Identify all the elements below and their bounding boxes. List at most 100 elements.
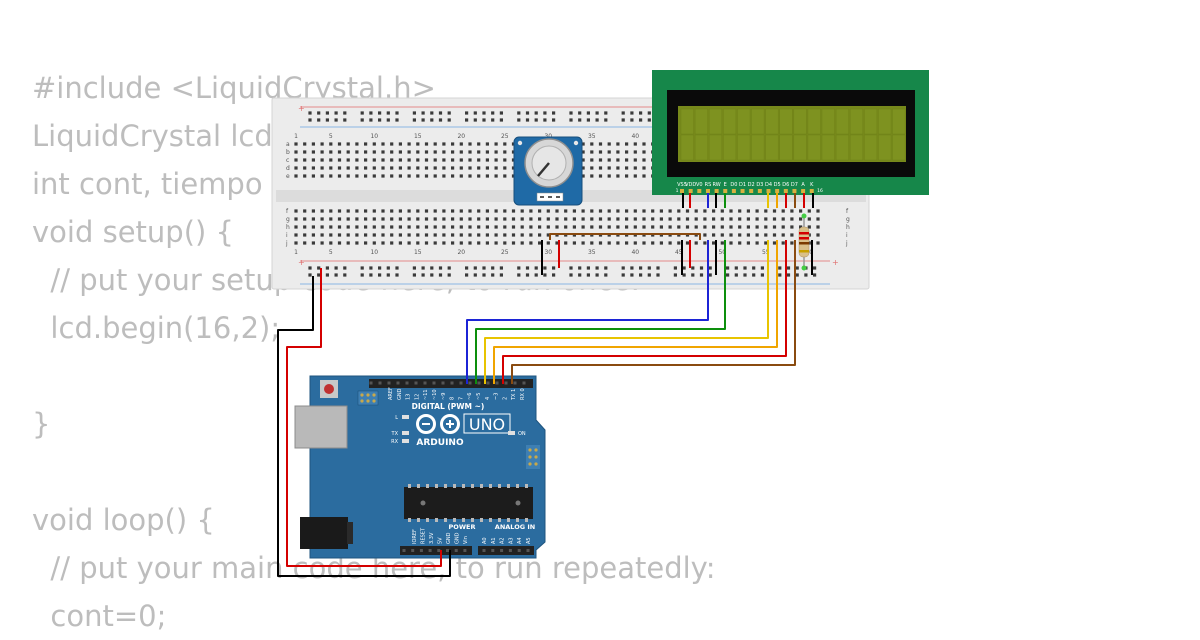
breadboard-hole (334, 111, 338, 115)
breadboard-hole (477, 174, 481, 178)
breadboard-hole (416, 158, 420, 162)
breadboard-hole (386, 273, 390, 277)
breadboard-hole (459, 241, 463, 245)
breadboard-hole (691, 266, 695, 270)
digital-header-holes (369, 381, 526, 385)
lcd-pin-label: VDD (685, 182, 696, 188)
breadboard-hole (772, 209, 777, 213)
breadboard-hole (407, 241, 411, 245)
breadboard-hole (659, 241, 663, 245)
breadboard-hole (459, 142, 463, 146)
breadboard-hole (325, 118, 329, 122)
header-hole (504, 381, 508, 385)
breadboard-hole (816, 217, 820, 221)
breadboard-hole (320, 225, 324, 229)
digital-pin-label: RX 0 (520, 388, 526, 400)
breadboard-hole (442, 166, 446, 170)
breadboard-hole (386, 118, 390, 122)
breadboard-hole (398, 166, 402, 170)
breadboard-hole (438, 118, 443, 122)
chip-leg (408, 484, 411, 488)
breadboard-hole (520, 225, 524, 229)
knob-indicator (537, 162, 550, 177)
breadboard-hole (303, 233, 307, 237)
breadboard-hole (451, 217, 455, 221)
breadboard-hole (442, 142, 446, 146)
breadboard-hole (633, 150, 637, 154)
breadboard-hole (642, 142, 646, 146)
breadboard-hole (381, 150, 385, 154)
power-pin-label: 5V (438, 537, 444, 544)
breadboard-hole (468, 166, 472, 170)
analog-pin-label: A0 (482, 537, 488, 544)
breadboard-hole (720, 217, 724, 221)
usb-port (294, 405, 348, 449)
breadboard-hole (485, 142, 489, 146)
breadboard-hole (673, 273, 677, 277)
breadboard-hole (816, 233, 820, 237)
column-number-top: 1 (294, 133, 298, 140)
breadboard-hole (424, 233, 429, 237)
breadboard-hole (398, 233, 402, 237)
chip-leg (426, 484, 429, 488)
breadboard-hole (308, 111, 312, 115)
header-hole (517, 549, 521, 552)
lcd-pin-label: D5 (774, 182, 781, 188)
breadboard-hole (317, 266, 321, 270)
breadboard-hole (503, 217, 507, 221)
lcd-pin-label: D6 (782, 182, 789, 188)
breadboard-hole (337, 150, 342, 154)
rail-plus-symbol: + (298, 258, 305, 267)
breadboard-hole (468, 241, 472, 245)
breadboard-hole (294, 150, 298, 154)
breadboard-hole (625, 142, 629, 146)
lcd-pin-number: 16 (817, 188, 823, 194)
breadboard-hole (378, 266, 382, 270)
breadboard-hole (303, 150, 307, 154)
breadboard-hole (416, 150, 420, 154)
breadboard-hole (625, 174, 629, 178)
breadboard-hole (355, 233, 359, 237)
breadboard-hole (447, 118, 451, 122)
breadboard-hole (764, 233, 768, 237)
breadboard-hole (438, 273, 443, 277)
breadboard-hole (355, 142, 359, 146)
breadboard-hole (381, 225, 385, 229)
breadboard-hole (364, 233, 368, 237)
breadboard-hole (598, 241, 603, 245)
l-led-label: L (395, 415, 398, 421)
breadboard-hole (364, 225, 368, 229)
digital-pin-label: 13 (406, 394, 412, 400)
breadboard-hole (503, 150, 507, 154)
rail-plus-symbol: + (832, 258, 839, 267)
breadboard-hole (499, 118, 503, 122)
breadboard-hole (598, 142, 603, 146)
breadboard-hole (543, 273, 547, 277)
column-number-bottom: 25 (501, 249, 509, 256)
row-letter: f (846, 208, 849, 215)
breadboard-hole (337, 158, 342, 162)
breadboard-hole (421, 273, 425, 277)
breadboard-hole (586, 118, 590, 122)
chip-leg (480, 518, 483, 522)
arduino-logo (416, 414, 460, 434)
icsp-pin (534, 455, 538, 459)
lcd-pin-label: D1 (739, 182, 746, 188)
breadboard-hole (424, 174, 429, 178)
breadboard-hole (598, 174, 603, 178)
power-jack (300, 517, 348, 549)
breadboard-hole (708, 266, 712, 270)
code-line: cont=0; (32, 599, 167, 633)
chip-leg (516, 484, 519, 488)
breadboard-hole (482, 111, 486, 115)
lcd-character-cell (864, 134, 878, 161)
breadboard-hole (729, 241, 733, 245)
breadboard-hole (546, 241, 550, 245)
breadboard-hole (816, 209, 820, 213)
icsp-pins (360, 393, 376, 403)
breadboard-hole (407, 209, 411, 213)
breadboard-hole (294, 225, 298, 229)
breadboard-hole (442, 241, 446, 245)
breadboard-hole (786, 273, 791, 277)
row-letter: i (286, 232, 288, 239)
